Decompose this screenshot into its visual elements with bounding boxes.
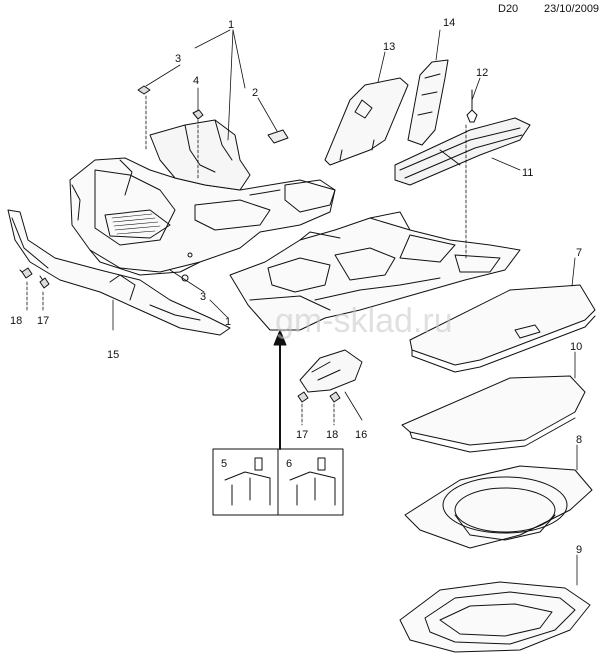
- callout-1-bottom: 1: [225, 316, 231, 328]
- spare-well-carpet-8: [404, 465, 593, 549]
- insulator-panel-13: [324, 77, 409, 166]
- trunk-tray-9: [399, 581, 591, 653]
- callout-14: 14: [443, 17, 455, 29]
- callout-7: 7: [576, 247, 582, 259]
- callout-8: 8: [576, 434, 582, 446]
- clips-17-18: [21, 267, 341, 403]
- leader-lines: [26, 29, 578, 586]
- front-floor-carpet: [69, 119, 336, 282]
- detail-inset-5-6: [212, 448, 344, 516]
- diagram-date: 23/10/2009: [544, 3, 600, 15]
- callout-13: 13: [383, 41, 395, 53]
- fastener-4: [192, 109, 204, 120]
- callout-5: 5: [221, 458, 227, 470]
- callout-2: 2: [252, 87, 258, 99]
- insulator-panel-14: [407, 59, 449, 146]
- floor-rail-11: [394, 117, 531, 186]
- callout-10: 10: [570, 341, 582, 353]
- rear-floor-carpet: [229, 211, 521, 331]
- left-sill-panel: [7, 209, 231, 336]
- bracket-16: [299, 349, 363, 393]
- callout-18-right: 18: [326, 429, 338, 441]
- callout-3-bottom: 3: [200, 291, 206, 303]
- clip-12: [466, 89, 478, 123]
- watermark-text: gm-sklad.ru: [275, 302, 453, 340]
- callout-1-top: 1: [228, 19, 234, 31]
- callout-17-left: 17: [37, 315, 49, 327]
- trunk-mat-10: [401, 375, 586, 453]
- diagram-code: D20: [498, 3, 519, 15]
- callout-6: 6: [286, 458, 292, 470]
- callout-labels: 1 1 2 3 3 4 5 6 7 8 9 10 11 12 13 14 15 …: [10, 17, 582, 556]
- clip-2: [267, 129, 289, 144]
- callout-4: 4: [193, 75, 199, 87]
- callout-18-left: 18: [10, 315, 22, 327]
- trunk-mat-7: [409, 284, 596, 373]
- callout-3-top: 3: [175, 53, 181, 65]
- callout-15: 15: [107, 349, 119, 361]
- detail-arrow: [273, 329, 287, 450]
- callout-12: 12: [476, 67, 488, 79]
- callout-17-right: 17: [296, 429, 308, 441]
- callout-9: 9: [576, 544, 582, 556]
- callout-16: 16: [355, 429, 367, 441]
- fastener-3: [137, 85, 151, 95]
- callout-11: 11: [522, 167, 533, 179]
